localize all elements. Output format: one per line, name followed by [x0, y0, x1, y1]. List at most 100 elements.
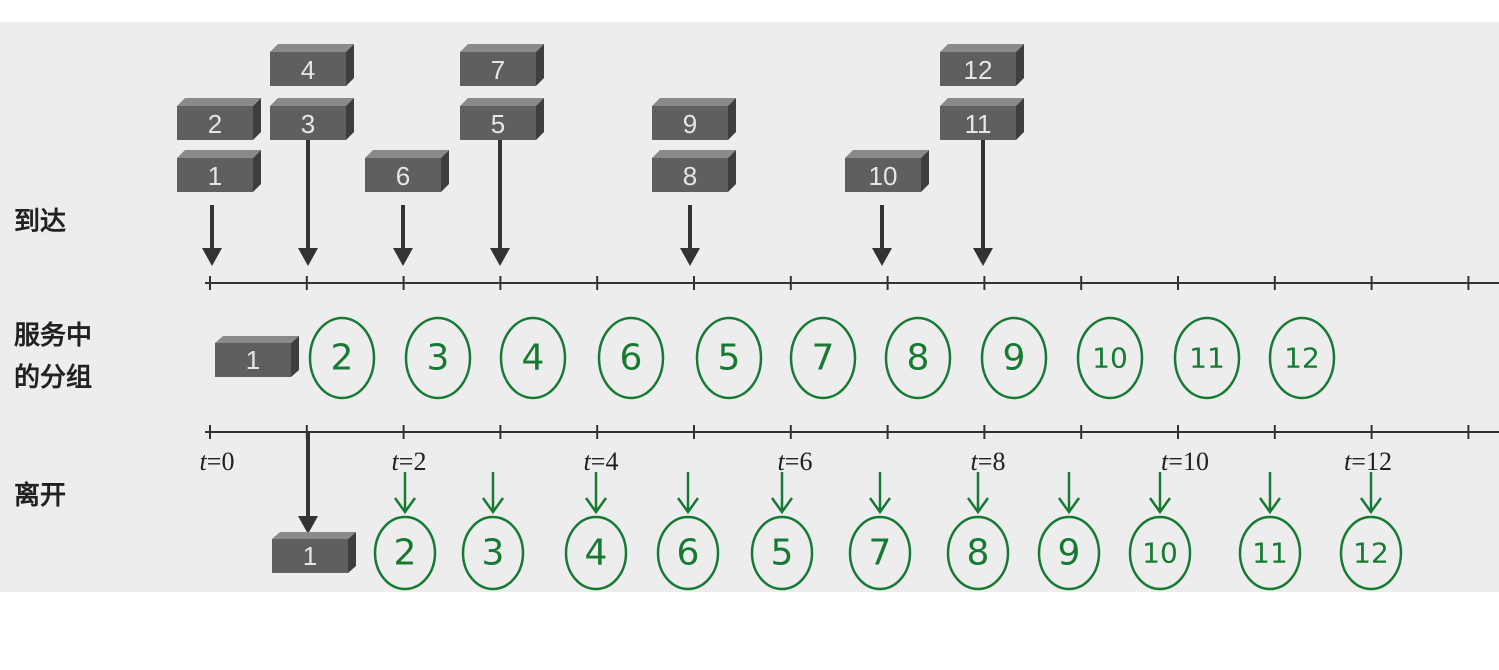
departure-arrowhead	[298, 516, 318, 534]
handwritten-departure-number: 6	[677, 533, 700, 574]
handwritten-circle	[373, 515, 437, 591]
arrival-packet-number: 8	[683, 161, 697, 191]
handwritten-circle	[1128, 515, 1192, 591]
handwritten-circle	[980, 316, 1048, 400]
departed-packet-number: 1	[303, 541, 317, 571]
handwritten-service-number: 12	[1284, 342, 1320, 375]
handwritten-departure-number: 12	[1353, 537, 1389, 570]
handwritten-departure-number: 7	[869, 533, 892, 574]
time-axis-label: t=6	[778, 447, 813, 476]
arrival-packet-box: 12	[940, 44, 1024, 86]
arrival-packet-box: 6	[365, 150, 449, 192]
handwritten-arrow	[584, 472, 608, 515]
handwritten-departure-number: 9	[1058, 533, 1081, 574]
handwritten-circle	[1268, 316, 1336, 400]
handwritten-circle	[848, 515, 912, 591]
departed-packet: 1	[272, 532, 356, 573]
arrival-packet-box: 8	[652, 150, 736, 192]
handwritten-circle	[1173, 316, 1241, 400]
arrival-packet-number: 10	[869, 161, 898, 191]
time-axis-label: t=8	[971, 447, 1006, 476]
arrival-packet-box: 5	[460, 98, 544, 140]
handwritten-arrow	[770, 472, 794, 515]
arrival-packet-number: 5	[491, 109, 505, 139]
arrival-packet-box: 10	[845, 150, 929, 192]
arrival-arrowhead	[202, 248, 222, 266]
arrival-packet-number: 3	[301, 109, 315, 139]
arrival-arrowhead	[973, 248, 993, 266]
arrival-packet-box: 7	[460, 44, 544, 86]
arrival-packet-box: 1	[177, 150, 261, 192]
handwritten-arrow	[966, 472, 990, 515]
handwritten-circle	[1238, 515, 1302, 591]
handwritten-circle	[461, 515, 525, 591]
handwritten-circle	[884, 316, 952, 400]
axis-ticks	[209, 276, 1470, 439]
arrival-arrowhead	[490, 248, 510, 266]
handwritten-circle	[789, 316, 857, 400]
handwritten-arrow	[1258, 472, 1282, 515]
arrival-packet-number: 12	[964, 55, 993, 85]
departures-label: 离开	[14, 480, 66, 511]
arrival-packet-number: 2	[208, 109, 222, 139]
handwritten-service-number: 8	[907, 338, 930, 379]
handwritten-departure-number: 5	[771, 533, 794, 574]
handwritten-service-number: 11	[1189, 342, 1225, 375]
handwritten-circle	[597, 316, 665, 400]
handwritten-circle	[1037, 515, 1101, 591]
handwritten-circle	[656, 515, 720, 591]
time-axis-label: t=12	[1344, 447, 1392, 476]
arrival-packet-box: 3	[270, 98, 354, 140]
handwritten-departure-number: 10	[1142, 537, 1178, 570]
arrivals-label: 到达	[14, 207, 66, 237]
handwritten-service-number: 5	[718, 338, 741, 379]
handwritten-service-number: 6	[620, 338, 643, 379]
arrival-packet-box: 9	[652, 98, 736, 140]
handwritten-arrow	[1359, 472, 1383, 515]
time-axis-labels: t=0 t=2 t=4 t=6 t=8 t=10 t=12	[200, 447, 1392, 476]
time-axis-label: t=10	[1161, 447, 1209, 476]
handwritten-arrow	[481, 472, 505, 515]
handwritten-arrow	[1057, 472, 1081, 515]
handwritten-arrow	[676, 472, 700, 515]
handwritten-service-number: 9	[1003, 338, 1026, 379]
handwritten-circle	[564, 515, 628, 591]
handwritten-service-number: 10	[1092, 342, 1128, 375]
handwritten-circle	[308, 316, 376, 400]
handwritten-circle	[499, 316, 567, 400]
handwritten-arrow	[868, 472, 892, 515]
arrival-packet-box: 2	[177, 98, 261, 140]
arrival-packet-number: 6	[396, 161, 410, 191]
handwritten-service-order: 2 3 4 6 5 7 8 9 10 11 12	[308, 316, 1336, 400]
in-service-label-line2: 的分组	[14, 362, 92, 393]
handwritten-departure-number: 2	[394, 533, 417, 574]
handwritten-service-number: 2	[331, 338, 354, 379]
handwritten-departure-number: 3	[482, 533, 505, 574]
time-axis-label: t=0	[200, 447, 235, 476]
arrival-packet-box: 4	[270, 44, 354, 86]
arrival-packet-number: 4	[301, 55, 315, 85]
arrival-arrowhead	[680, 248, 700, 266]
in-service-packet-number: 1	[246, 345, 260, 375]
arrival-arrows	[202, 140, 993, 266]
handwritten-circle	[1339, 515, 1403, 591]
handwritten-circle	[404, 316, 472, 400]
handwritten-departure-number: 4	[585, 533, 608, 574]
arrival-packet-number: 11	[965, 109, 992, 139]
arrival-packet-number: 9	[683, 109, 697, 139]
handwritten-service-number: 4	[522, 338, 545, 379]
in-service-label-line1: 服务中	[14, 321, 92, 351]
handwritten-service-number: 3	[427, 338, 450, 379]
time-axis-label: t=2	[392, 447, 427, 476]
arrival-arrowhead	[393, 248, 413, 266]
arrival-packet-box: 11	[940, 98, 1024, 140]
handwritten-arrow	[1148, 472, 1172, 515]
time-axis-label: t=4	[584, 447, 619, 476]
handwritten-circle	[695, 316, 763, 400]
handwritten-departure-number: 11	[1252, 537, 1288, 570]
handwritten-service-number: 7	[812, 338, 835, 379]
handwritten-circle	[1076, 316, 1144, 400]
